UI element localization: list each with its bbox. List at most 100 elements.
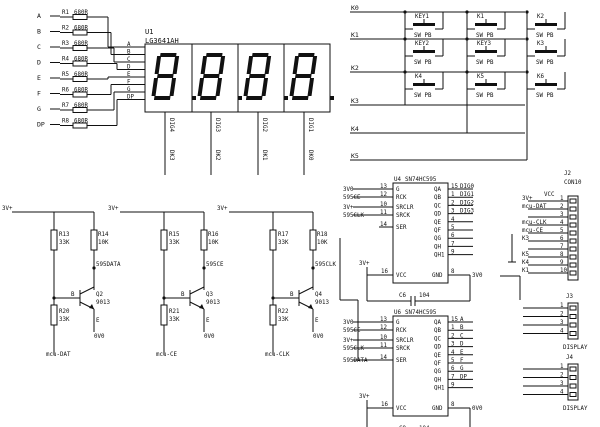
resistor-value: 10K (317, 240, 328, 246)
ic-pin-number: 10 (380, 335, 387, 341)
segment-d (199, 96, 217, 100)
junction-dot (465, 70, 469, 74)
key-type: SW PB (476, 93, 494, 99)
key-type: SW PB (536, 33, 554, 39)
segment-c (169, 78, 177, 96)
vcc-label: 3V+ (2, 206, 13, 212)
emitter-arrow (308, 304, 313, 309)
connector-pin (569, 305, 577, 311)
ic-pin-number: 4 (451, 217, 455, 223)
pin-b: B (290, 292, 294, 298)
segment-g (203, 74, 220, 78)
key-actuator (475, 83, 497, 86)
ic-net-label: DIG1 (460, 192, 474, 198)
segment-b (172, 56, 180, 74)
pin-e: E (315, 318, 319, 324)
ic-pin-name: G (396, 320, 400, 326)
ic-pin-number: 13 (380, 317, 387, 323)
ic-pin-name: QF (434, 361, 441, 367)
connector-pin (569, 254, 577, 260)
input-net-label: mcu-CE (156, 352, 177, 358)
connector-pin-number: 9 (560, 260, 564, 266)
ground-label: 0V0 (94, 334, 105, 340)
ic-pin-number: 7 (451, 241, 455, 247)
ic-pin-name: QB (434, 328, 441, 334)
ic-pin-number: 8 (451, 269, 455, 275)
digit-label: DIG2 (261, 118, 267, 132)
resistor-ref: R22 (278, 309, 288, 315)
segment-net-label: D (37, 59, 41, 67)
segment-e (197, 78, 205, 96)
cap-ref: C6 (399, 293, 406, 299)
resistor-ref: R2 (62, 26, 69, 32)
segment-resistor (72, 107, 88, 113)
ic-net-label: DIG0 (460, 184, 474, 190)
ic-pin-name: QH (434, 377, 441, 383)
transistor-part: 9013 (206, 300, 220, 306)
resistor-value: 680R (74, 26, 88, 32)
keypad-row-label: K1 (351, 31, 359, 39)
ic-pin-name: SRCLR (396, 338, 414, 344)
junction-dot (525, 70, 529, 74)
segment-b (310, 56, 318, 74)
key-ref: K3 (537, 41, 544, 47)
ic-net-label: 3V0 (343, 320, 354, 326)
segment-dp (192, 96, 196, 100)
resistor-ref: R1 (62, 10, 69, 16)
ic-pin-name: QC (434, 336, 441, 342)
connector-pin (569, 392, 577, 397)
key-actuator (413, 23, 435, 26)
resistor-value: 33K (169, 317, 180, 323)
key-ref: K2 (537, 14, 544, 20)
resistor-value: 33K (59, 240, 70, 246)
ic-pin-number: 5 (451, 358, 455, 364)
resistor-ref: R18 (317, 232, 328, 238)
cap-value: 104 (419, 293, 430, 299)
connector-pin (569, 331, 577, 336)
connector-pin (569, 314, 577, 319)
segment-resistor (72, 76, 88, 82)
ic-pin-number: 2 (451, 333, 455, 339)
segment-a (159, 53, 177, 57)
ic-pin-number: 14 (380, 355, 387, 361)
ic-net-label: 595CE (343, 195, 361, 201)
input-net-label: mcu-CLK (265, 352, 290, 358)
segment-resistor (72, 14, 88, 20)
ic-ref: U6 (394, 310, 401, 316)
resistor-ref: R16 (208, 232, 219, 238)
ic-ref: U4 (394, 177, 401, 183)
segment-b (264, 56, 272, 74)
connector-pin-number: 1 (560, 303, 564, 309)
ic-net-label: 3V+ (343, 205, 354, 211)
key-ref: K5 (477, 74, 484, 80)
connector-pin (569, 375, 577, 380)
ic-net-label: DP (460, 374, 467, 380)
ic-net-label: B (460, 325, 464, 331)
vcc-label: 3V+ (359, 394, 370, 400)
segment-f (154, 56, 162, 74)
ic-net-label: A (460, 317, 464, 323)
connector-pin (569, 366, 577, 372)
ic-pin-name: SRCLR (396, 205, 414, 211)
key-actuator (535, 50, 557, 53)
collector-resistor (309, 229, 317, 251)
resistor-ref: R14 (98, 232, 109, 238)
key-type: SW PB (476, 60, 494, 66)
connector-pin-number: 2 (560, 312, 564, 318)
ground-label: 3V0 (472, 273, 483, 279)
ic-pin-name: SRCK (396, 346, 410, 352)
base-resistor (160, 229, 168, 251)
ic-pin-name: QE (434, 353, 441, 359)
connector-pin (569, 246, 577, 252)
ic-pin-name: QA (434, 187, 441, 193)
segment-resistor (72, 122, 88, 129)
output-net-label: 595CLK (315, 262, 336, 268)
ic-net-label: DIG2 (460, 200, 474, 206)
key-actuator (475, 50, 497, 53)
connector-pin (569, 198, 577, 204)
resistor-value: 10K (98, 240, 109, 246)
display-pin-label: DP (127, 95, 134, 101)
